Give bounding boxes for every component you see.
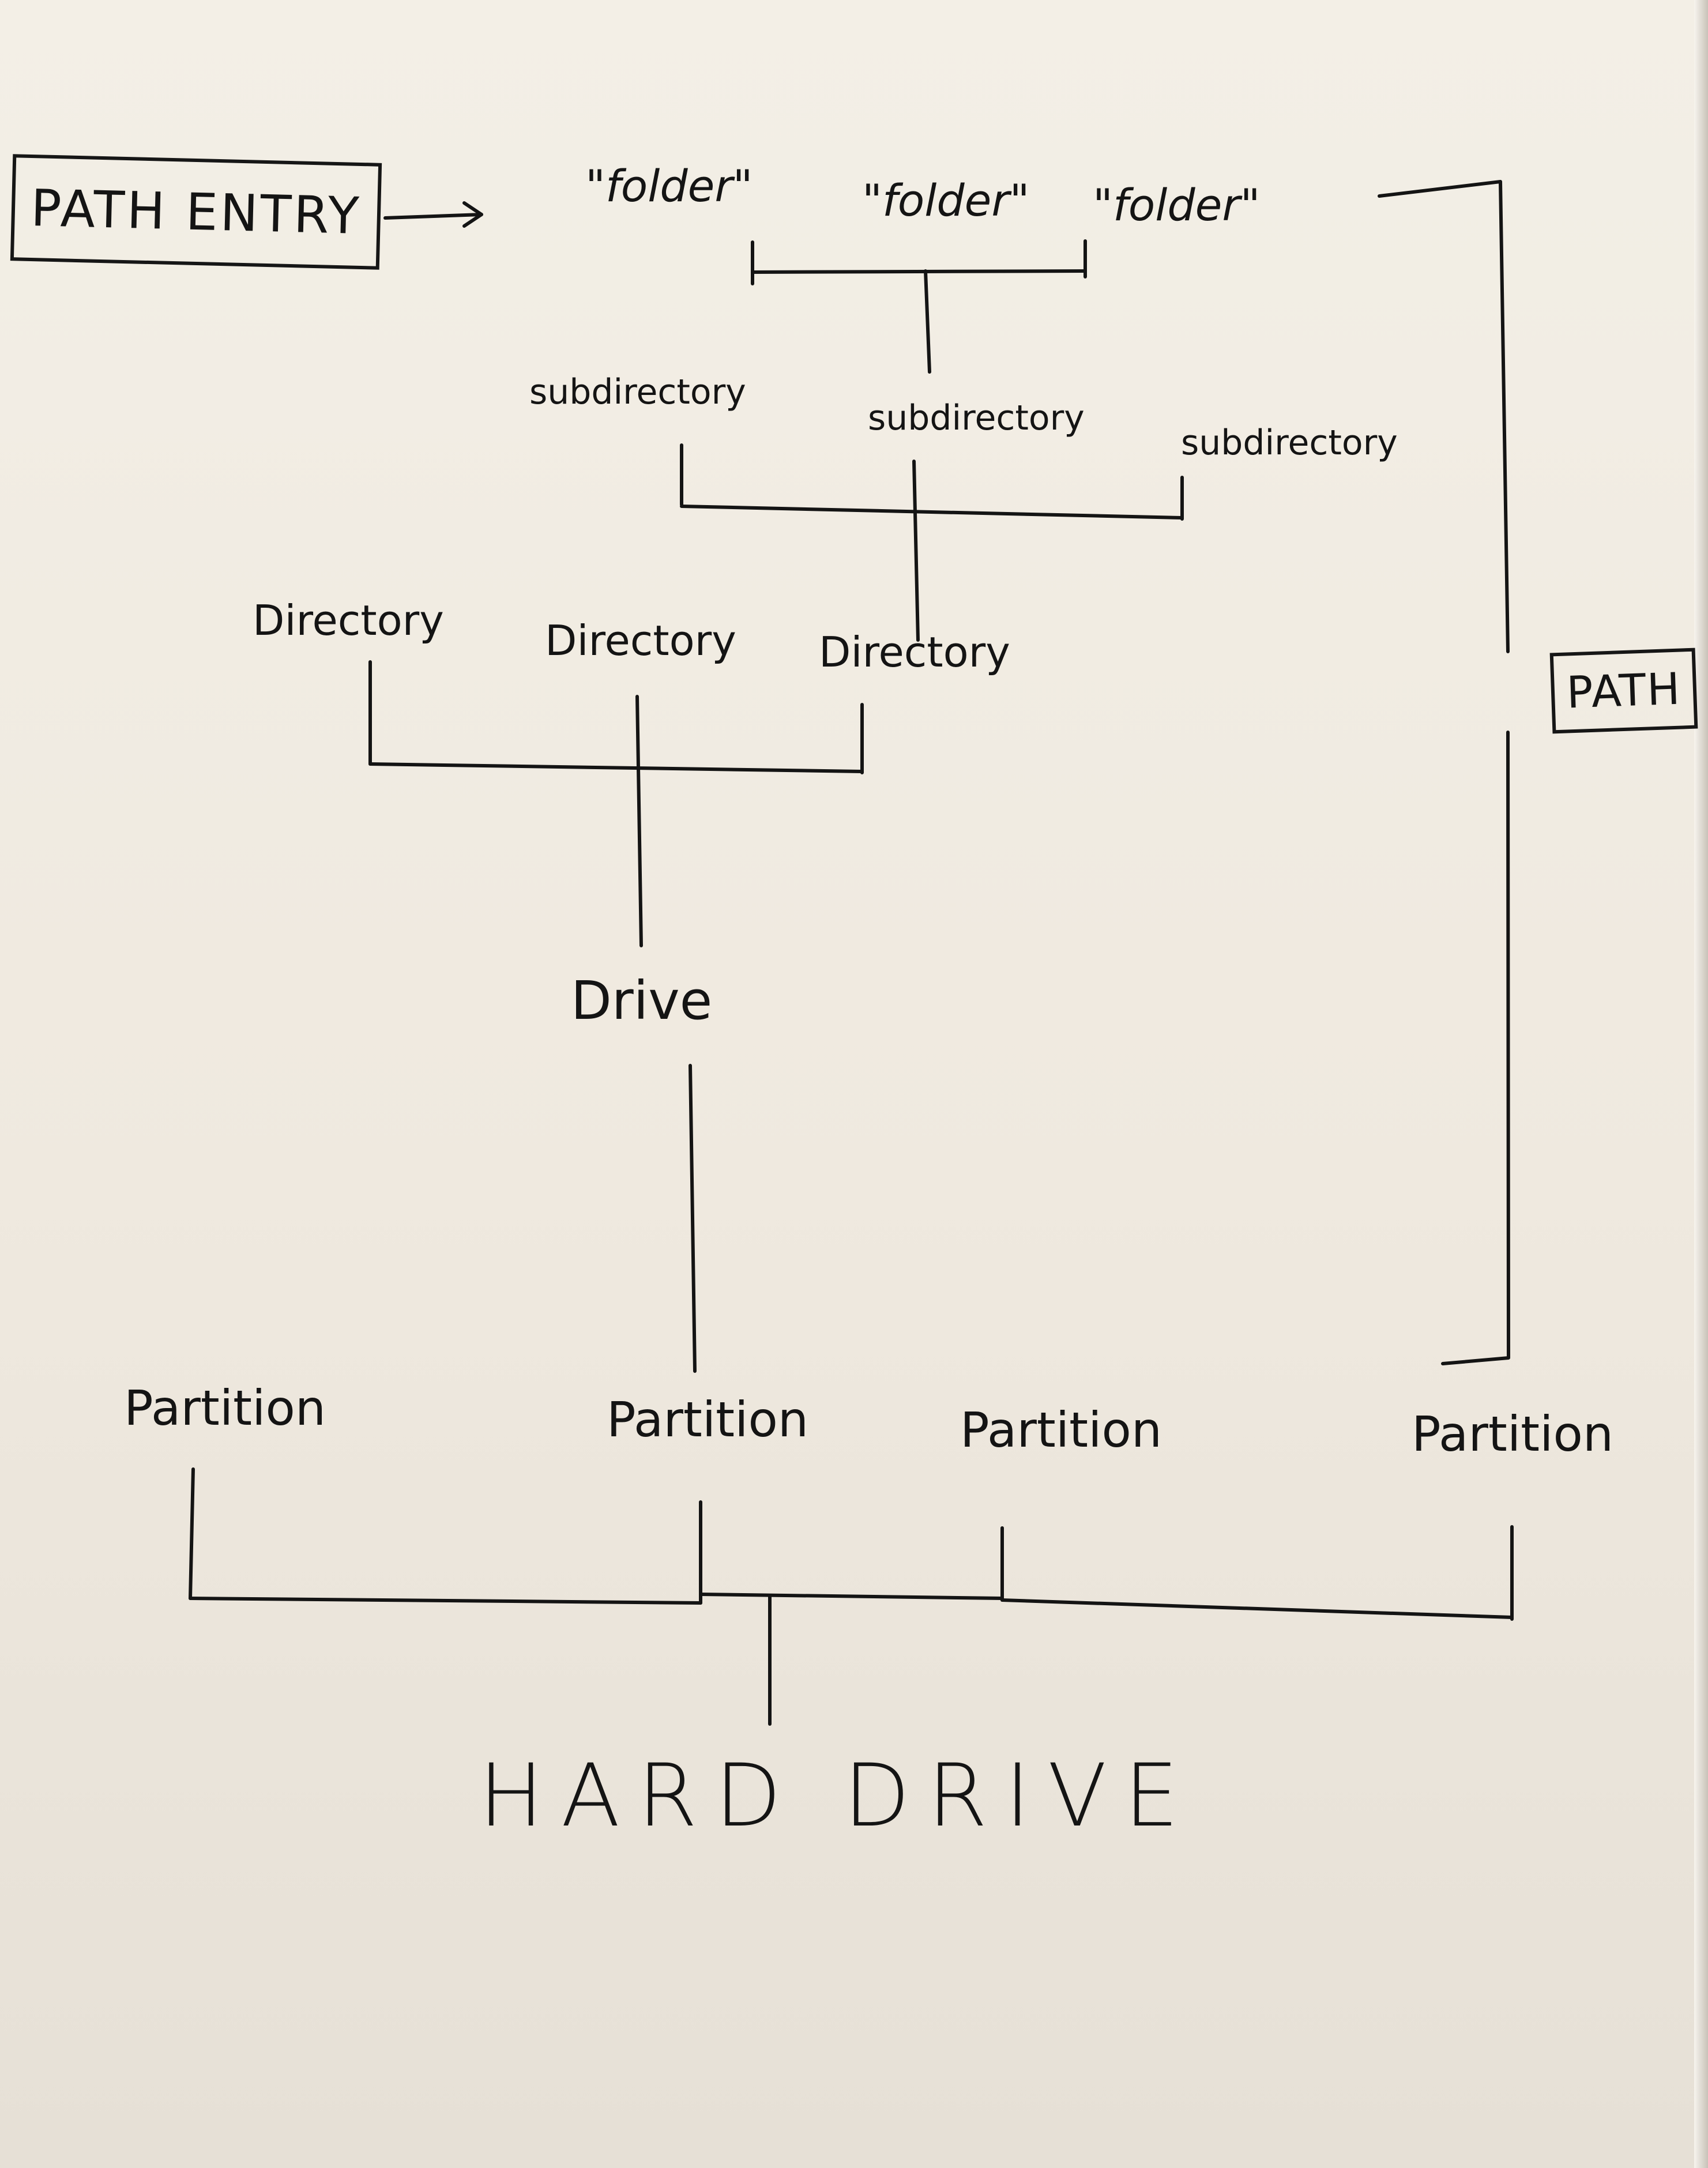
directory-label-3: Directory	[819, 628, 1010, 676]
partition-bracket	[189, 1467, 1514, 1726]
folder-bracket	[751, 239, 1087, 374]
subdirectory-label-3: subdirectory	[1181, 423, 1398, 463]
subdirectory-label-2: subdirectory	[868, 398, 1085, 438]
partition-label-3: Partition	[960, 1402, 1163, 1458]
folder-label-3: "folder"	[1093, 179, 1261, 231]
subdirectory-bracket	[680, 443, 1184, 642]
directory-bracket	[368, 660, 864, 947]
path-box: PATH	[1549, 648, 1698, 734]
partition-label-4: Partition	[1412, 1406, 1614, 1462]
folder-label-1: "folder"	[585, 160, 753, 212]
path-entry-box: PATH ENTRY	[10, 154, 382, 270]
drive-line	[689, 1064, 697, 1373]
path-entry-label: PATH ENTRY	[30, 178, 362, 246]
partition-label-1: Partition	[124, 1380, 326, 1436]
directory-label-2: Directory	[545, 616, 736, 665]
path-entry-arrow	[383, 201, 483, 228]
directory-label-1: Directory	[253, 596, 444, 645]
path-label: PATH	[1566, 663, 1682, 718]
drive-label: Drive	[571, 970, 713, 1032]
paper-edge	[1694, 0, 1708, 2168]
folder-label-2: "folder"	[862, 175, 1030, 226]
hard-drive-label: HARD DRIVE	[479, 1746, 1197, 1846]
subdirectory-label-1: subdirectory	[529, 372, 746, 412]
partition-label-2: Partition	[607, 1391, 809, 1448]
path-bracket	[1378, 180, 1510, 1365]
